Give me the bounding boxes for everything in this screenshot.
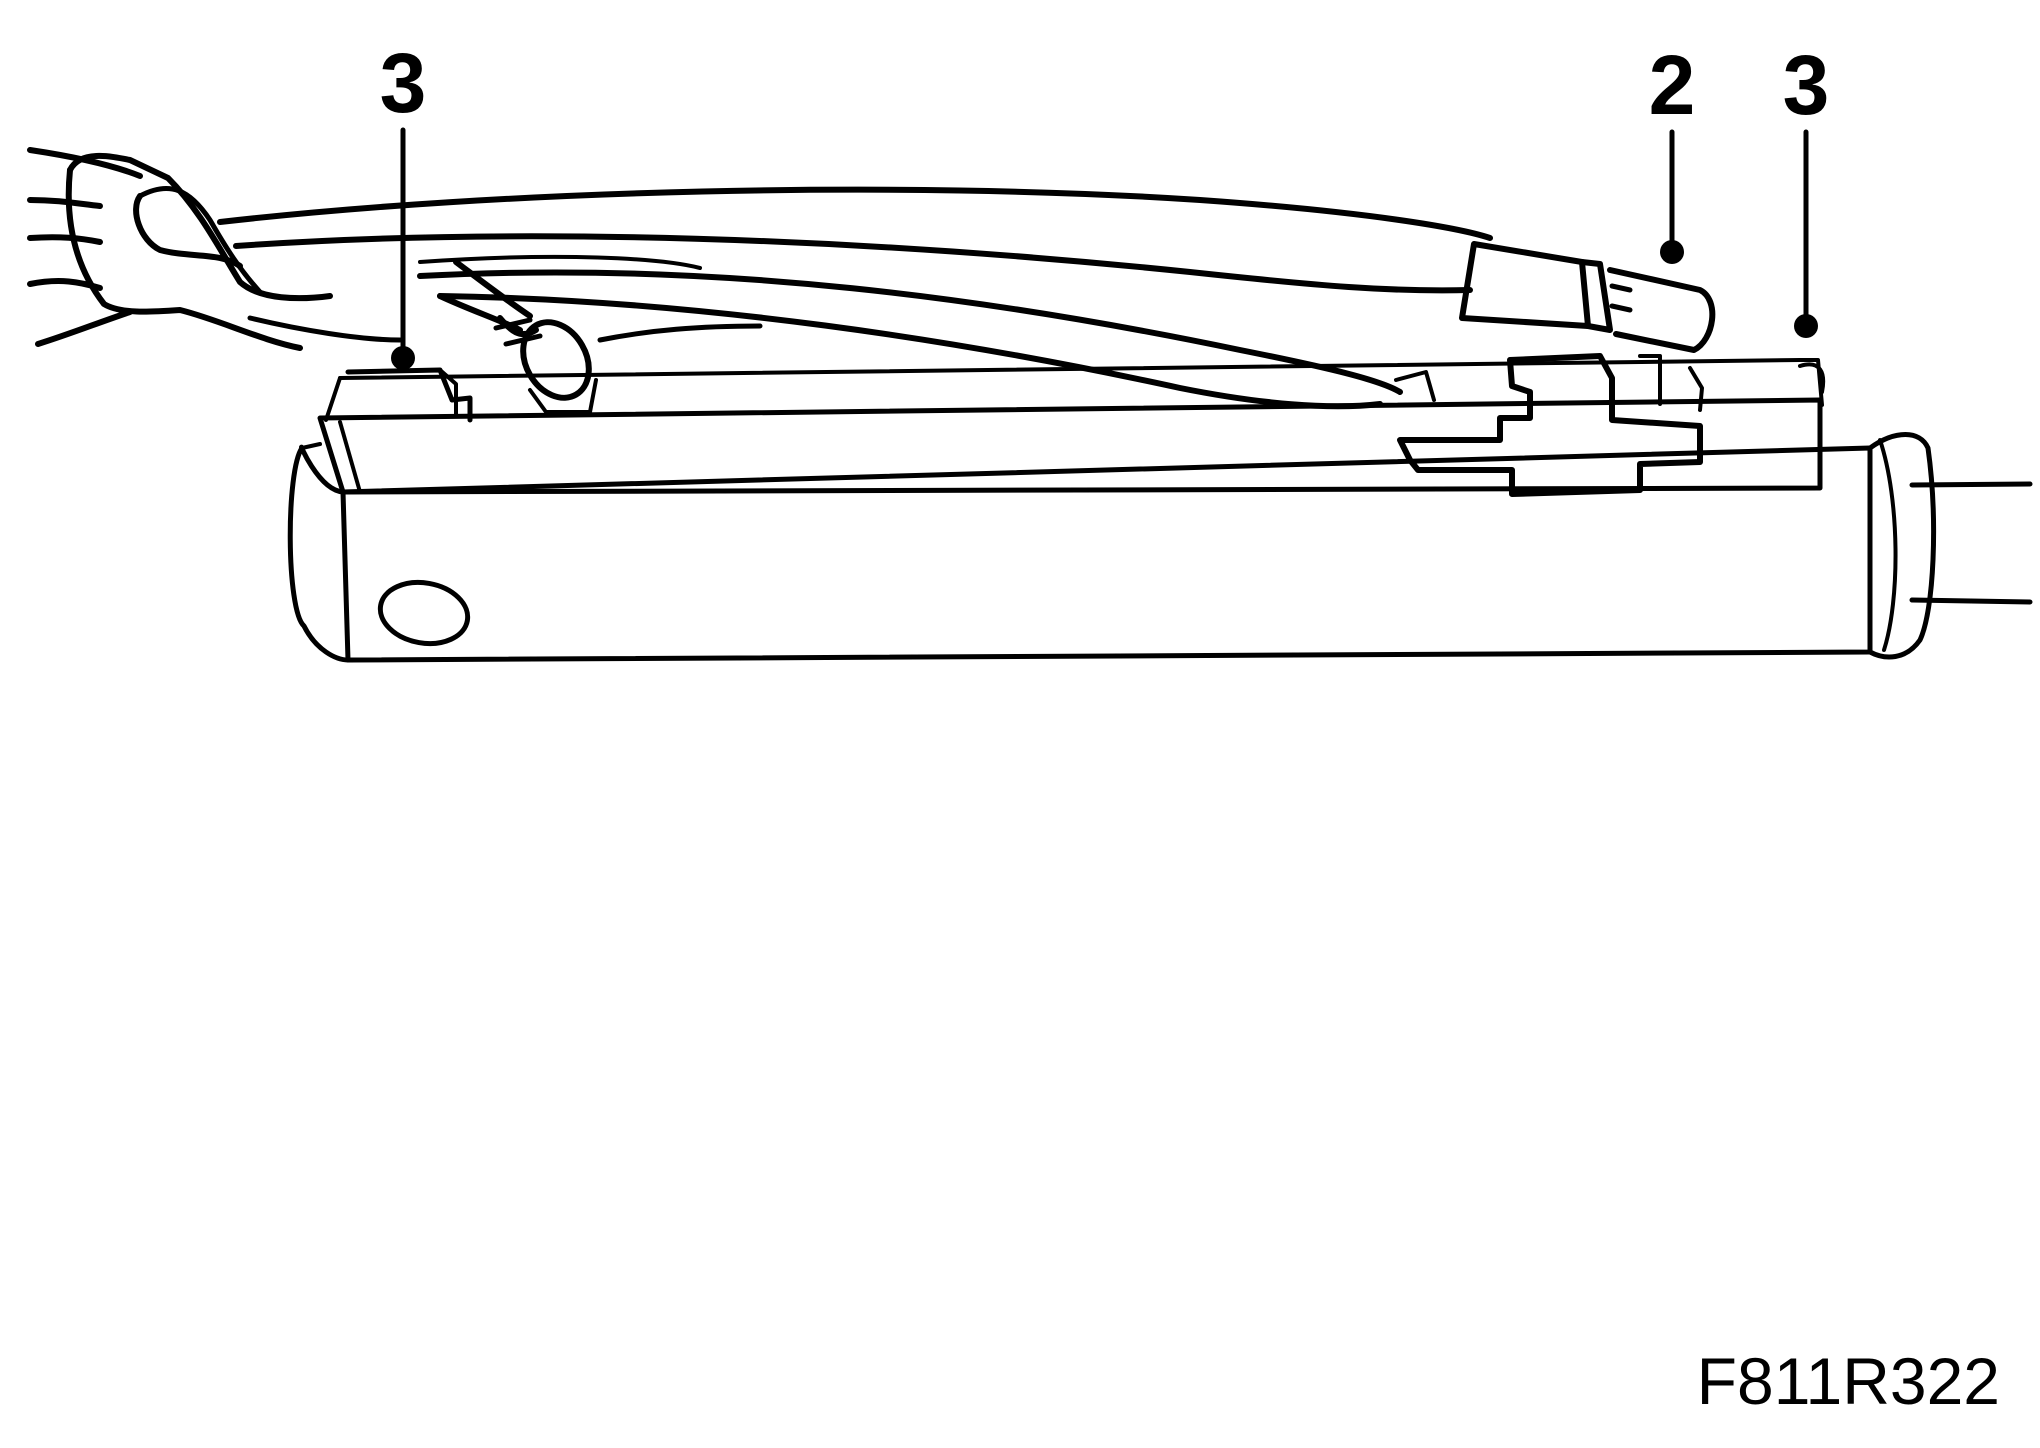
callout-3-left-label: 3 bbox=[380, 36, 427, 130]
callout-3-left: 3 bbox=[380, 36, 427, 370]
callout-2-dot bbox=[1660, 240, 1684, 264]
hose-clamp-right bbox=[1394, 353, 1826, 497]
callout-3-right-label: 3 bbox=[1783, 38, 1830, 132]
callout-3-right: 3 bbox=[1783, 38, 1830, 338]
callout-2: 2 bbox=[1649, 38, 1696, 264]
callout-2-label: 2 bbox=[1649, 38, 1696, 132]
figure-code: F811R322 bbox=[1697, 1344, 2000, 1418]
hoses bbox=[27, 147, 1493, 410]
hose-fitting-left bbox=[437, 259, 592, 401]
hose-clamp-left bbox=[345, 367, 598, 423]
hose-fitting-right bbox=[1459, 241, 1716, 353]
callout-3-left-dot bbox=[391, 346, 415, 370]
cylinder-body bbox=[287, 432, 2033, 663]
callout-3-right-dot bbox=[1794, 314, 1818, 338]
